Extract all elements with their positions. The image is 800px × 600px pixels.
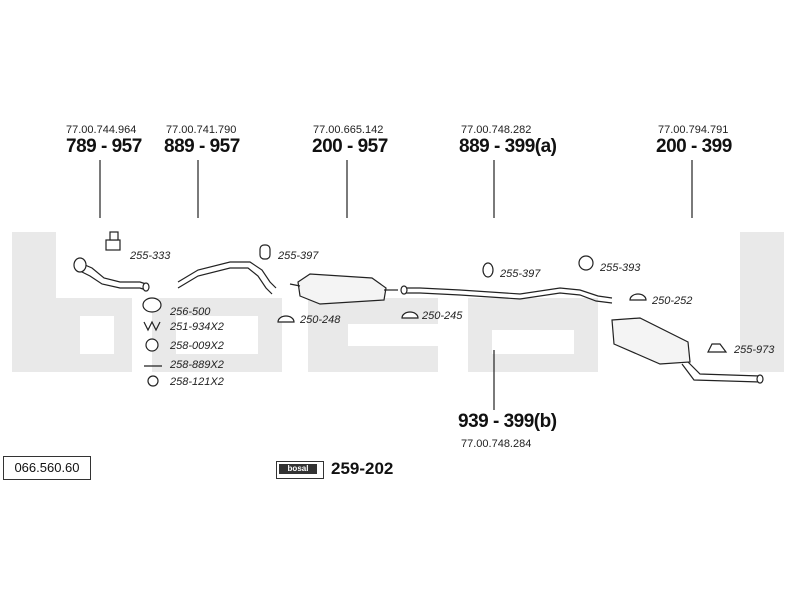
oem-number: 77.00.748.284 bbox=[461, 438, 532, 450]
front-pipe bbox=[77, 261, 147, 285]
hanger-icon bbox=[707, 343, 728, 353]
part-number: 889 - 399(a) bbox=[459, 136, 557, 157]
washer-icon bbox=[147, 375, 159, 387]
part-number: 939 - 399(b) bbox=[458, 411, 557, 432]
fitting-label: 255-333 bbox=[130, 250, 171, 262]
fitting-label: 250-252 bbox=[652, 295, 693, 307]
fitting-label: 255-397 bbox=[278, 250, 319, 262]
fitting-label: 255-393 bbox=[600, 262, 641, 274]
fitting-label: 250-245 bbox=[422, 310, 463, 322]
fitting-label: 258-889X2 bbox=[170, 359, 224, 371]
fitting-label: 256-500 bbox=[170, 306, 211, 318]
gasket-icon bbox=[142, 297, 162, 313]
fitting-label: 258-121X2 bbox=[170, 376, 224, 388]
clamp-icon bbox=[629, 293, 647, 301]
part-number: 200 - 957 bbox=[312, 136, 388, 157]
ring-icon bbox=[578, 255, 594, 271]
fitting-label: 251-934X2 bbox=[170, 321, 224, 333]
clamp-icon bbox=[277, 315, 295, 323]
bosal-logo: bosal bbox=[276, 461, 324, 479]
centre-silencer bbox=[297, 273, 387, 305]
clamp-icon bbox=[259, 244, 271, 260]
spring-icon bbox=[143, 320, 161, 332]
kit-number: 259-202 bbox=[331, 459, 394, 478]
part-number: 789 - 957 bbox=[66, 136, 142, 157]
oem-number: 77.00.744.964 bbox=[66, 124, 137, 136]
fitting-label: 250-248 bbox=[300, 314, 341, 326]
oem-number: 77.00.794.791 bbox=[658, 124, 729, 136]
fitting-label: 255-973 bbox=[734, 344, 775, 356]
fitting-label: 255-397 bbox=[500, 268, 541, 280]
catalog-number: 066.560.60 bbox=[3, 456, 91, 480]
intermediate-pipe-front bbox=[177, 261, 277, 289]
fitting-label: 258-009X2 bbox=[170, 340, 224, 352]
intermediate-pipe-rear bbox=[404, 287, 613, 299]
rear-silencer bbox=[611, 317, 691, 365]
ring-icon bbox=[482, 262, 494, 278]
part-number: 200 - 399 bbox=[656, 136, 732, 157]
part-number: 889 - 957 bbox=[164, 136, 240, 157]
oem-number: 77.00.741.790 bbox=[166, 124, 237, 136]
oem-number: 77.00.748.282 bbox=[461, 124, 532, 136]
nut-icon bbox=[145, 338, 159, 352]
bosal-logo-text: bosal bbox=[279, 464, 317, 474]
oem-number: 77.00.665.142 bbox=[313, 124, 384, 136]
clamp-icon bbox=[401, 311, 419, 319]
